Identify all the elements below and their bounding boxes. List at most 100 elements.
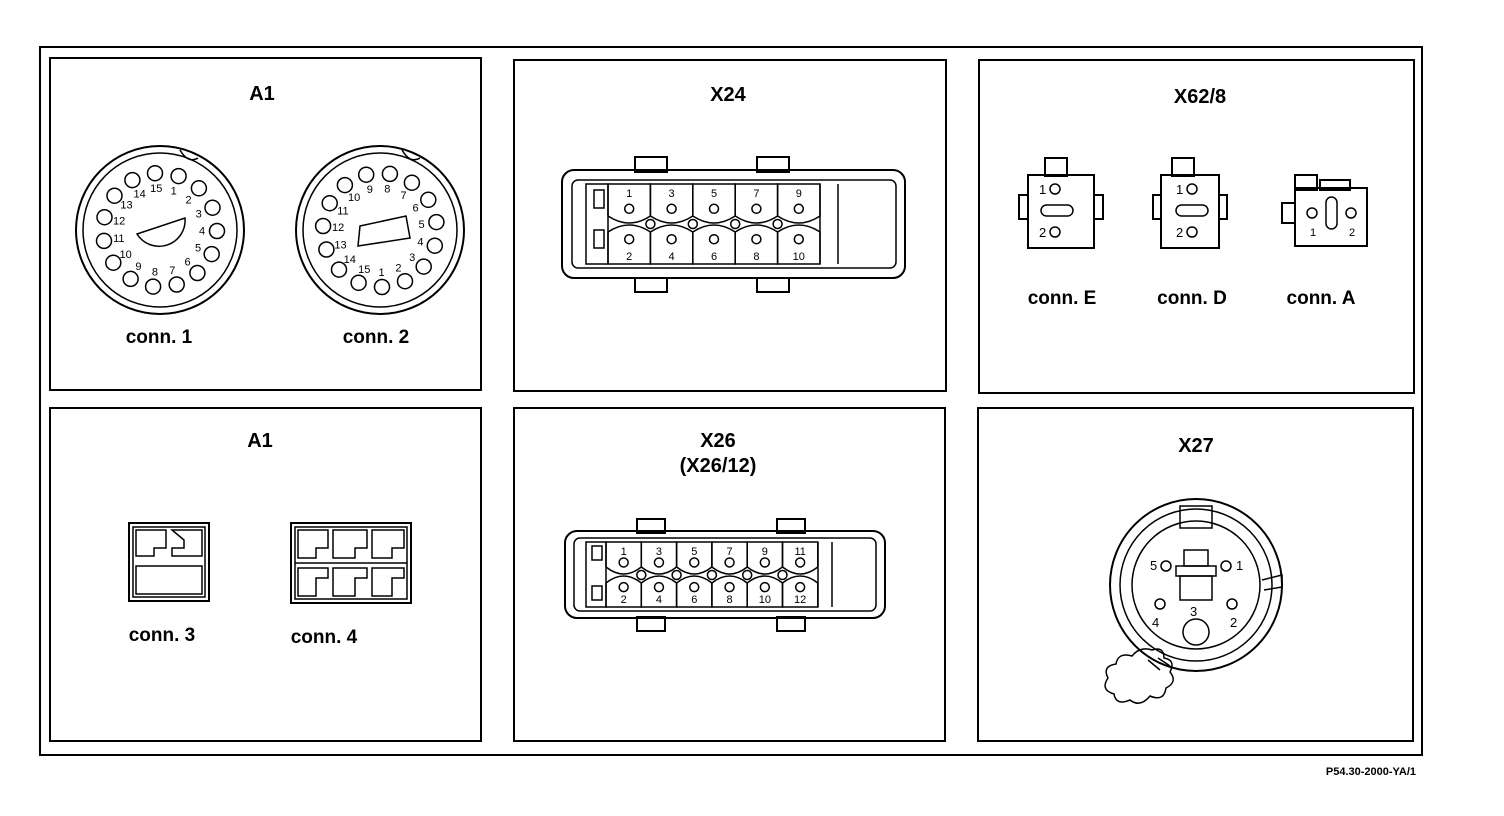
pin-number: 14: [344, 254, 356, 266]
latch-hole: [671, 569, 682, 581]
pin-number: 5: [691, 546, 697, 558]
pin-number: 5: [711, 188, 717, 200]
latch-hole: [777, 569, 788, 581]
pin-hole: [168, 276, 185, 293]
pin-hole: [321, 194, 338, 212]
pin-hole: [689, 557, 700, 568]
latch-hole: [687, 218, 699, 230]
pin-hole: [124, 171, 141, 189]
pin-hole: [373, 278, 391, 296]
pin-number: 15: [358, 264, 370, 276]
panel-x62-8: X62/8 1 2 conn. E 1 2 conn. D: [978, 59, 1415, 394]
pin-number: 1: [621, 546, 627, 558]
pin-number: 1: [378, 267, 384, 279]
pin-3-label: 3: [1190, 604, 1197, 619]
pin-hole: [724, 581, 735, 593]
pin-hole: [759, 581, 771, 593]
conn4-label: conn. 4: [291, 627, 358, 648]
connE-connector: 1 2: [1018, 157, 1104, 249]
pin-number: 8: [384, 184, 390, 196]
panel-title: A1: [247, 430, 273, 452]
latch-hole: [706, 569, 718, 581]
panel-title: A1: [249, 83, 275, 105]
connD-connector: 1 2: [1152, 157, 1228, 249]
outer-frame: [39, 46, 1423, 756]
pin-number: 7: [726, 546, 732, 558]
connD-label: conn. D: [1157, 288, 1227, 309]
pin-number: 9: [135, 261, 141, 273]
pin-number: 6: [185, 257, 191, 269]
pin-4-label: 4: [1152, 615, 1159, 630]
latch-hole: [636, 569, 647, 581]
pin-2-label: 2: [1039, 225, 1046, 240]
pin-hole: [793, 203, 805, 215]
pin-number: 9: [796, 188, 802, 200]
pin-number: 2: [626, 251, 632, 263]
latch-hole: [741, 569, 753, 581]
pin-cell-top: [781, 541, 819, 575]
pin-number: 10: [759, 594, 771, 606]
latch-hole: [645, 218, 656, 230]
reference-code: P54.30-2000-YA/1: [1326, 766, 1416, 778]
pin-number: 12: [332, 222, 344, 234]
pin-hole: [330, 261, 348, 278]
pin-1-label: 1: [1236, 558, 1243, 573]
pin-hole: [204, 199, 221, 216]
pin-number: 4: [669, 251, 675, 263]
pin-hole: [208, 222, 226, 240]
pin-hole: [653, 557, 665, 568]
pin-number: 5: [195, 243, 201, 255]
pin-number: 3: [656, 546, 662, 558]
pin-hole: [689, 581, 700, 593]
pin-hole: [759, 557, 771, 568]
pin-5-label: 5: [1150, 558, 1157, 573]
pin-number: 1: [171, 185, 177, 197]
pin-number: 3: [669, 188, 675, 200]
conn2-label: conn. 2: [343, 327, 410, 348]
pin-cell-bottom: [776, 224, 821, 265]
pin-number: 6: [691, 594, 697, 606]
pin-number: 4: [656, 594, 662, 606]
pin-hole: [708, 203, 720, 215]
latch-hole: [729, 218, 741, 230]
pin-number: 9: [367, 184, 373, 196]
pin-hole: [724, 557, 735, 568]
pin-number: 10: [793, 251, 805, 263]
pin-hole: [396, 272, 414, 290]
pin-hole: [95, 232, 113, 250]
pin-hole: [751, 233, 762, 245]
pin-number: 1: [626, 188, 632, 200]
pin-hole: [428, 213, 445, 231]
pin-number: 8: [753, 251, 759, 263]
pin-number: 13: [334, 239, 346, 251]
pin-hole: [653, 581, 665, 593]
pin-number: 14: [133, 188, 145, 200]
pin-hole: [190, 180, 208, 197]
pin-hole: [357, 166, 375, 183]
pin-number: 10: [348, 192, 360, 204]
pin-hole: [318, 241, 335, 258]
pin-hole: [122, 270, 139, 288]
pin-1-label: 1: [1039, 182, 1046, 197]
panel-x27: X27 5 1 4 3 2: [977, 407, 1414, 742]
pin-hole: [350, 274, 367, 292]
pin-hole: [794, 557, 806, 568]
panel-title: X62/8: [1174, 86, 1226, 108]
pin-number: 5: [419, 219, 425, 231]
pin-number: 15: [150, 183, 162, 195]
pin-number: 6: [711, 251, 717, 263]
pin-number: 12: [794, 594, 806, 606]
pin-hole: [708, 233, 720, 245]
pin-hole: [203, 245, 220, 263]
pin-hole: [623, 203, 635, 215]
conn3-label: conn. 3: [129, 625, 196, 646]
panel-title: X24: [710, 84, 746, 106]
